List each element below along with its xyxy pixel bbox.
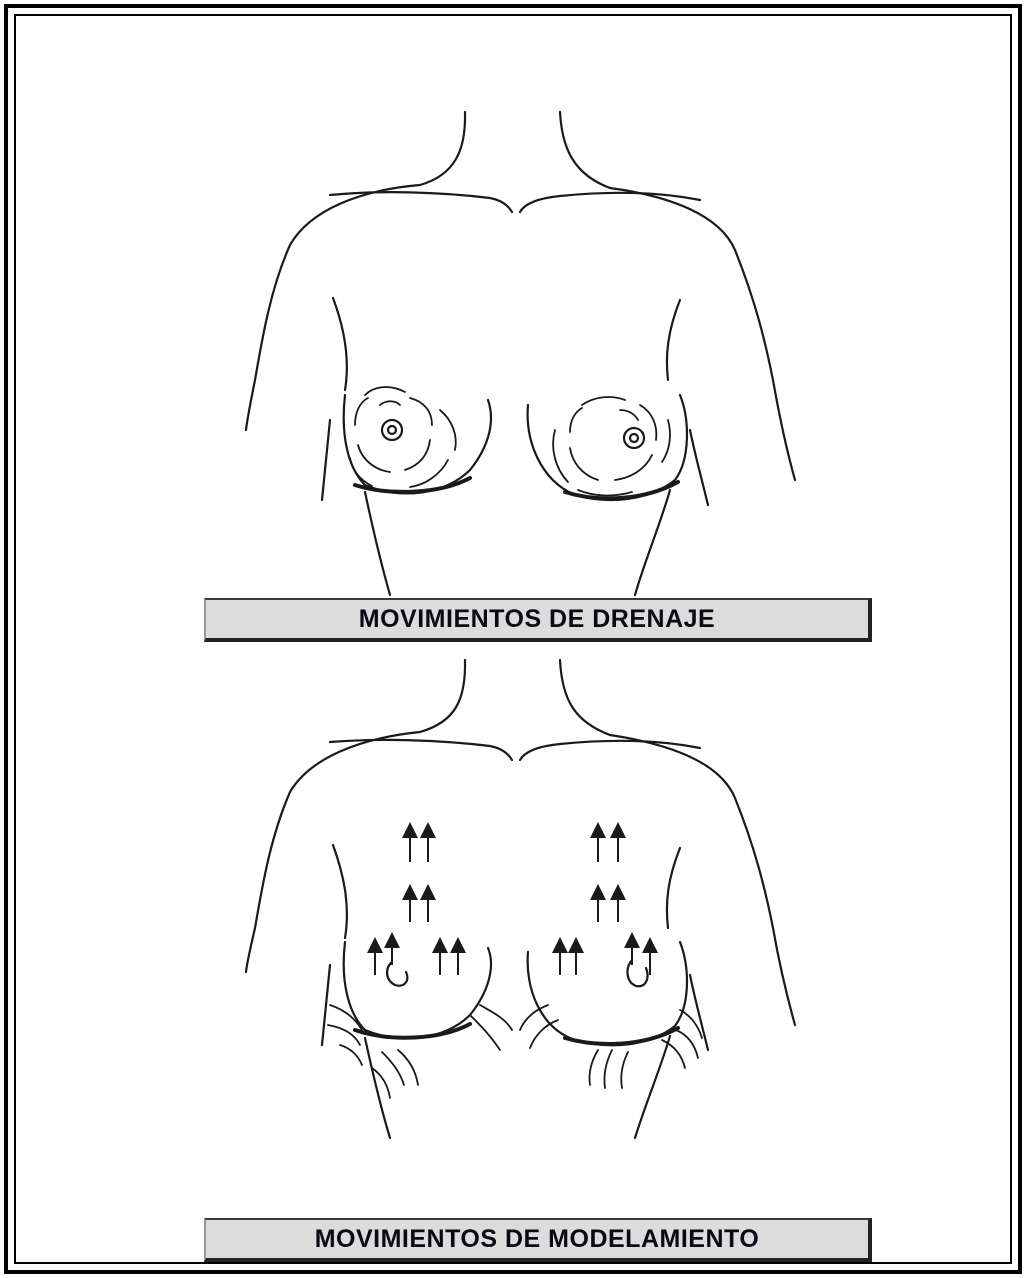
caption-modeling-text: MOVIMIENTOS DE MODELAMIENTO [315, 1225, 760, 1254]
modeling-arrows [375, 830, 650, 975]
caption-drainage: MOVIMIENTOS DE DRENAJE [204, 598, 872, 642]
modeling-strokes [328, 1005, 702, 1098]
caption-modeling: MOVIMIENTOS DE MODELAMIENTO [204, 1218, 872, 1262]
caption-drainage-text: MOVIMIENTOS DE DRENAJE [359, 605, 715, 634]
torso-modeling [246, 660, 795, 1138]
torso-drainage [246, 112, 795, 595]
drainage-strokes [350, 387, 670, 495]
